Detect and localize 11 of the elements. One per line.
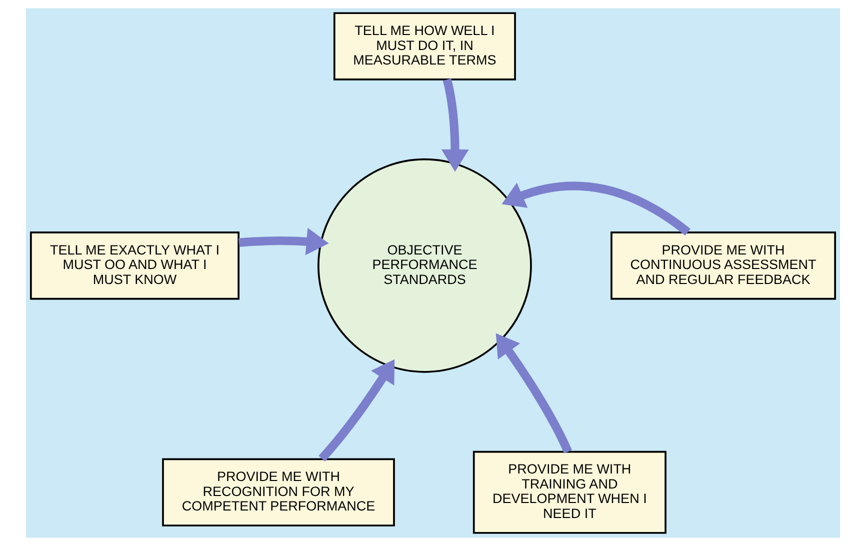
node-circle: OBJECTIVE PERFORMANCE STANDARDS (318, 158, 532, 373)
node-box: TELL ME HOW WELL I MUST DO IT, IN MEASURABLE TERMS (333, 12, 516, 80)
arrow (496, 333, 572, 454)
node-box: TELL ME EXACTLY WHAT I MUST OO AND WHAT I MUST KNOW (30, 232, 240, 300)
arrow (441, 78, 469, 172)
arrow (318, 359, 395, 462)
arrow (238, 228, 329, 256)
node-box: PROVIDE ME WITH TRAINING AND DEVELOPMENT WHEN I NEED IT (472, 450, 666, 534)
node-box: PROVIDE ME WITH RECOGNITION FOR MY COMPETENT PERFORMANCE (162, 458, 395, 526)
arrow (502, 182, 690, 236)
node-box: PROVIDE ME WITH CONTINUOUS ASSESSMENT AND REGULAR FEEDBACK (610, 232, 836, 300)
